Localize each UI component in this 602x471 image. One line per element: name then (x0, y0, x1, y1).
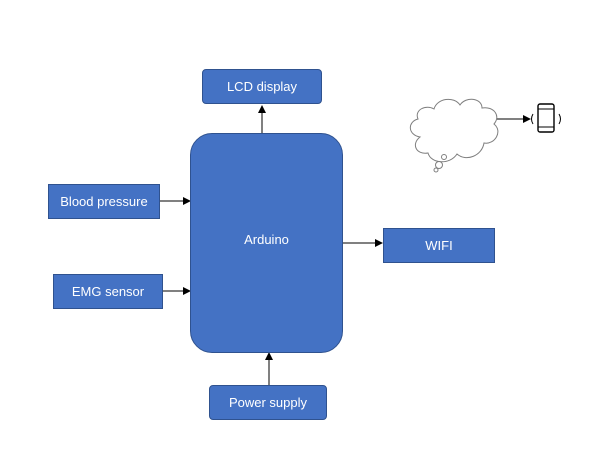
arduino-label: Arduino (244, 232, 289, 247)
lcd-display-block: LCD display (202, 69, 322, 104)
emg-sensor-block: EMG sensor (53, 274, 163, 309)
smartphone-icon (531, 103, 561, 133)
power-supply-label: Power supply (228, 395, 308, 410)
blood-pressure-block: Blood pressure (48, 184, 160, 219)
wifi-label: WIFI (425, 238, 453, 253)
wifi-block: WIFI (383, 228, 495, 263)
arduino-block: Arduino (190, 133, 343, 353)
power-supply-block: Power supply (209, 385, 327, 420)
lcd-display-label: LCD display (226, 79, 298, 94)
cloud-icon (409, 98, 499, 173)
emg-sensor-label: EMG sensor (71, 284, 145, 299)
blood-pressure-label: Blood pressure (60, 194, 148, 209)
